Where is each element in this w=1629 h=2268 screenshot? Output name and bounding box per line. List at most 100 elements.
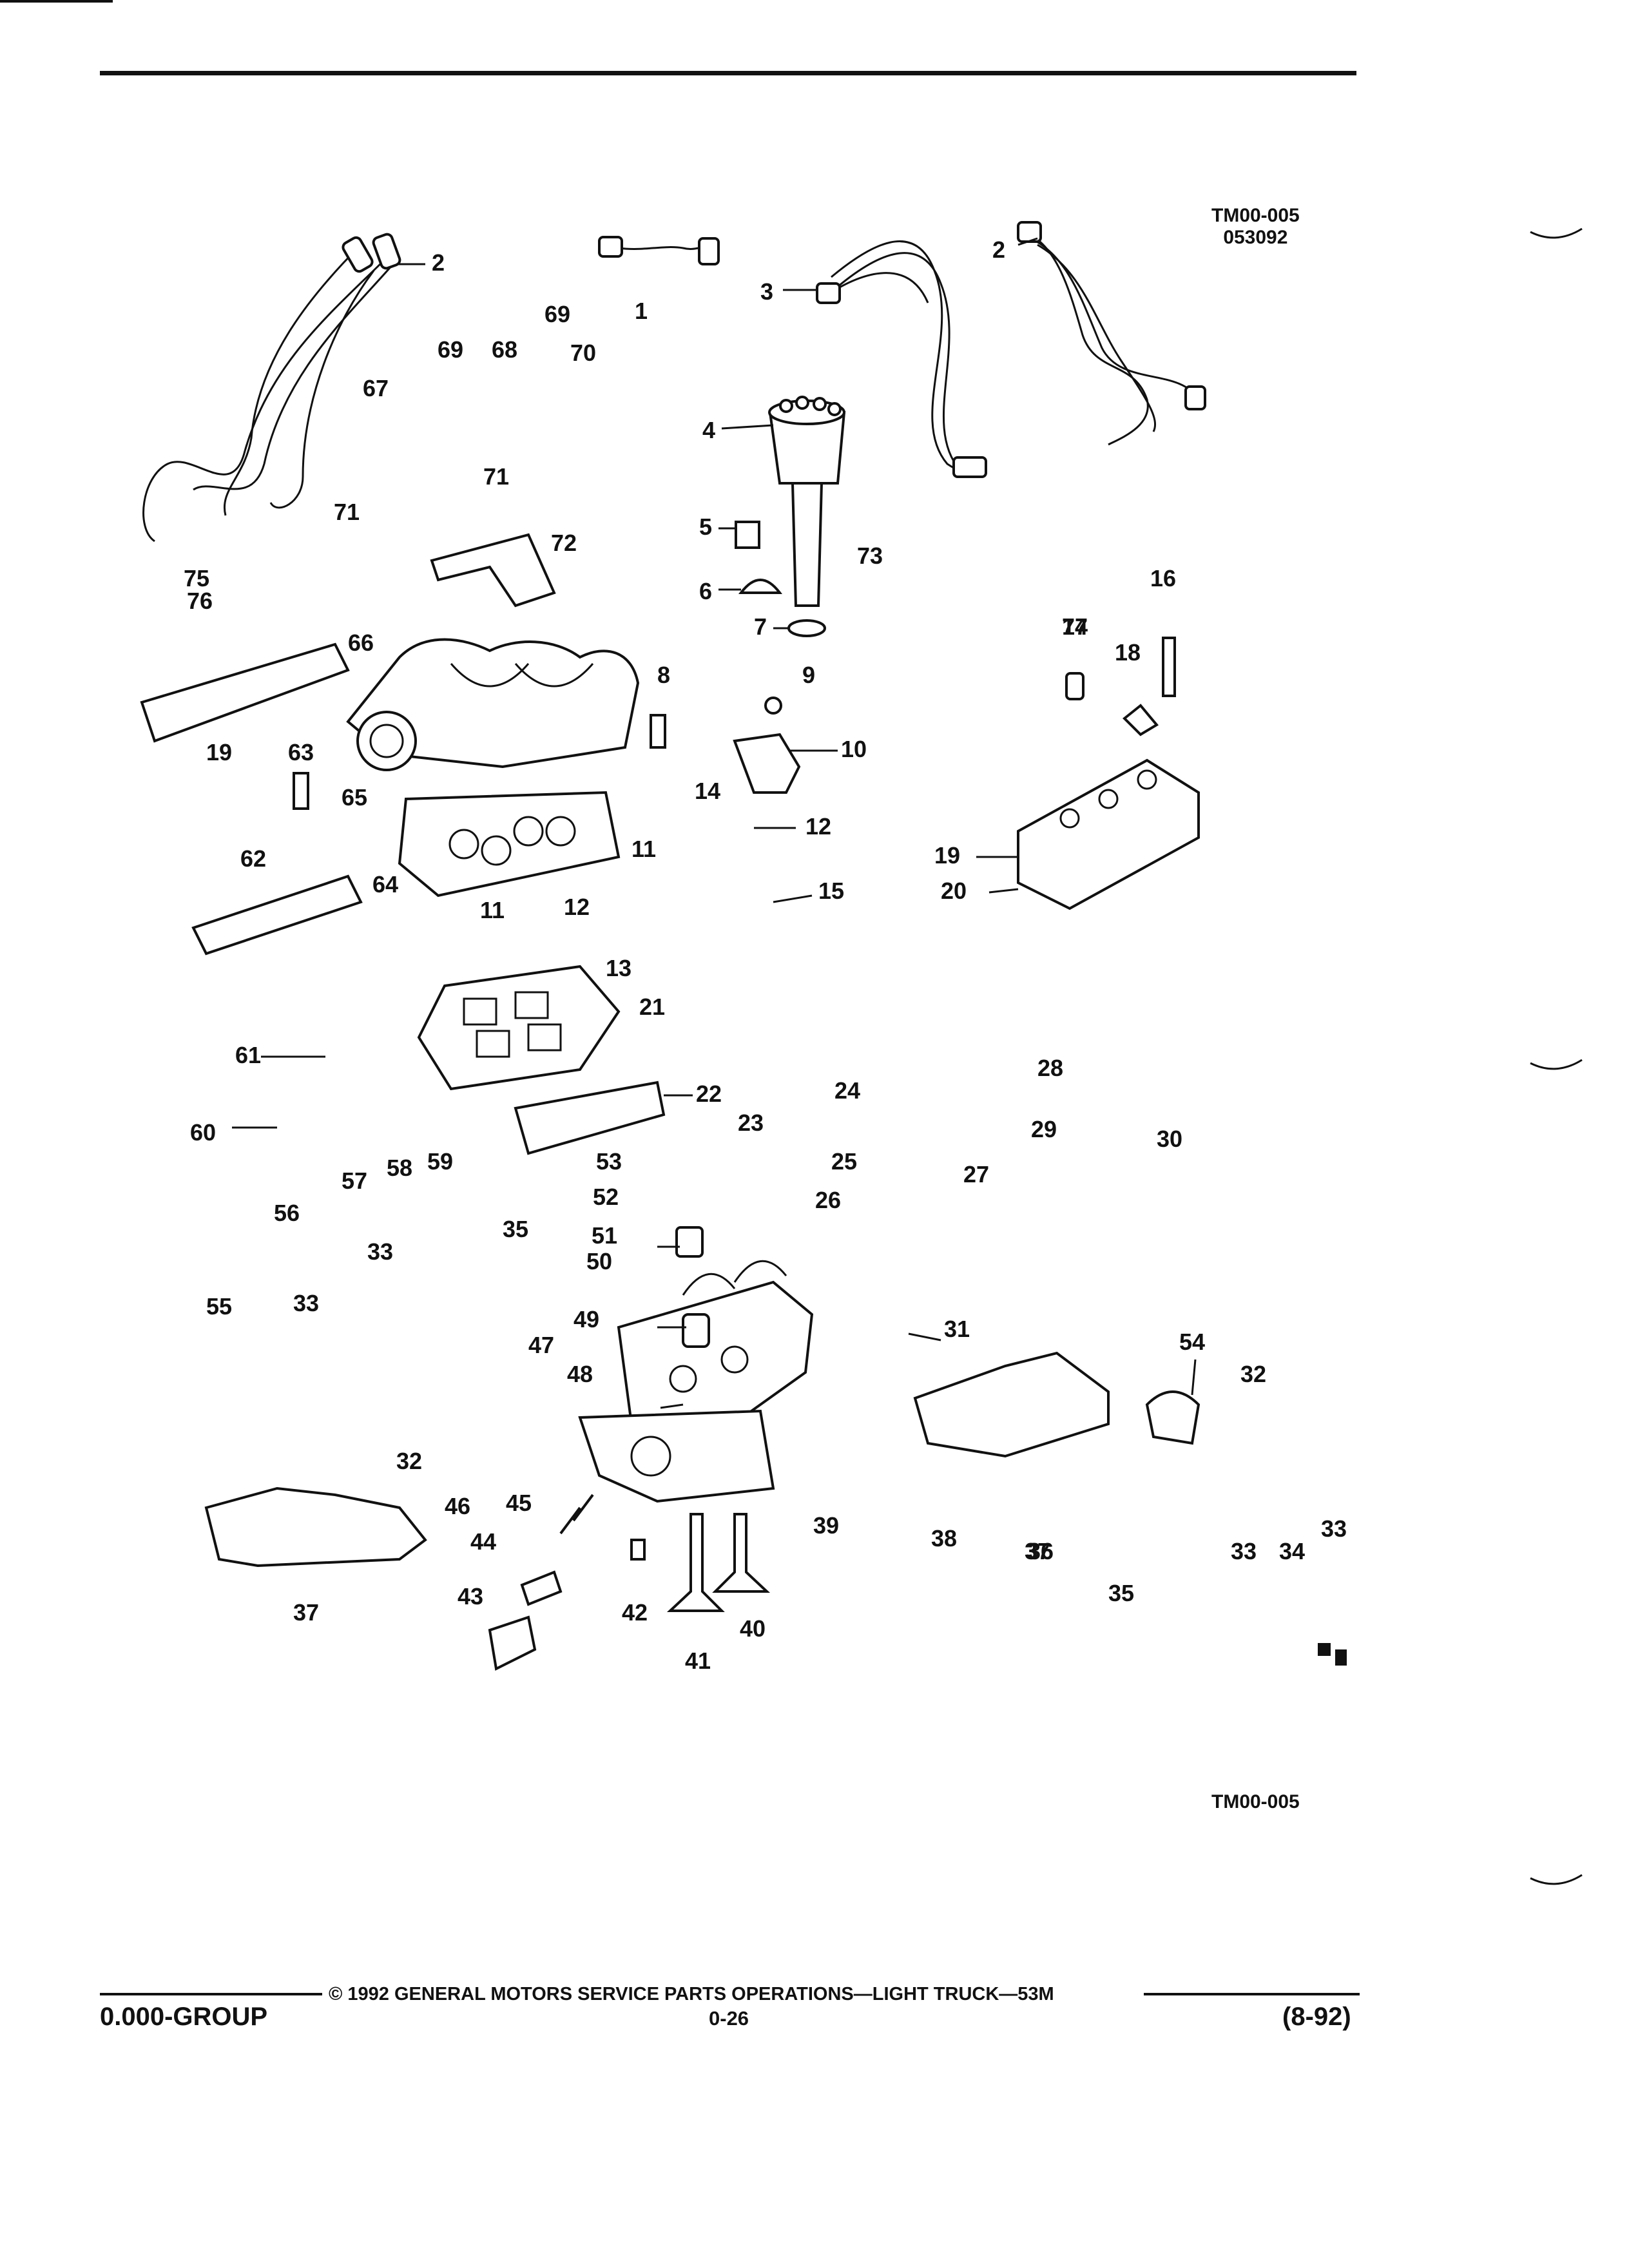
callout: 52 [593,1184,619,1210]
callout: 40 [740,1615,766,1642]
callout: 16 [1150,565,1176,591]
callout: 53 [596,1148,622,1175]
cap-18 [1123,704,1159,736]
idle-control-10 [733,733,801,794]
binder-mark [1530,1874,1583,1885]
callout: 69 [438,336,463,363]
header-rule [100,71,1356,75]
callout: 57 [342,1168,367,1194]
callout: 9 [802,662,815,688]
callout: 41 [685,1648,711,1674]
callout: 39 [813,1512,839,1539]
callout: 11 [631,836,656,862]
seal-41 [630,1539,646,1561]
figure-code-header: TM00-005 053092 [1211,205,1300,249]
callout: 31 [944,1316,970,1342]
callout: 55 [206,1293,232,1320]
callout: 69 [545,301,570,327]
callout: 2 [992,236,1005,263]
grommet-17 [1065,672,1084,700]
spark-plug-wire-set-left [142,233,401,543]
valve-40 [666,1513,725,1612]
footer-page-number: 0-26 [709,2007,749,2030]
callout: 33 [367,1238,393,1265]
callout: 43 [458,1583,483,1610]
callout: 38 [931,1525,957,1552]
callout: 27 [963,1161,989,1187]
callout: 2 [432,249,445,276]
callout: 37 [293,1599,319,1626]
bolt-16 [1162,637,1176,697]
callout: 11 [480,897,505,923]
callout: 25 [831,1148,857,1175]
callout: 50 [586,1248,612,1274]
valve-39 [712,1513,771,1593]
callout: 37 [1025,1538,1050,1564]
callout: 18 [1115,639,1141,666]
callout: 49 [574,1306,599,1332]
callout: 74 [1062,613,1088,640]
callout: 66 [348,629,374,656]
distributor-clamp [738,579,783,594]
callout: 70 [570,340,596,366]
nut-9 [764,697,782,715]
callout: 45 [506,1490,532,1516]
head-gasket [578,1409,775,1503]
callout: 54 [1179,1329,1205,1355]
callout: 29 [1031,1116,1057,1142]
callout: 42 [622,1599,648,1626]
callout: 1 [635,298,648,324]
rocker-arm-shield [514,1081,666,1155]
callout: 12 [564,894,590,920]
callout: 34 [1279,1538,1305,1564]
date-code: 053092 [1223,227,1288,248]
callout: 33 [293,1290,319,1316]
spark-plug-wire-set-right-2 [1017,221,1206,446]
callout: 10 [841,736,867,762]
callout: 28 [1037,1055,1063,1081]
retainer-51 [675,1226,704,1258]
binder-mark [1530,1059,1583,1070]
callout: 65 [342,784,367,811]
callout: 71 [334,499,360,525]
callout: 36 [1028,1538,1054,1564]
callout: 47 [528,1332,554,1358]
callout: 3 [760,278,773,305]
callout: 71 [483,463,509,490]
callout: 8 [657,662,670,688]
rocker-43 [520,1570,563,1606]
callout: 7 [754,613,767,640]
callout: 68 [492,336,517,363]
footer-copyright: © 1992 GENERAL MOTORS SERVICE PARTS OPER… [329,1984,1054,2004]
lower-intake-manifold [417,965,621,1091]
distributor [768,396,846,637]
sensor-63 [293,772,309,810]
callout: 33 [1321,1515,1347,1542]
callout: 21 [639,994,665,1020]
callout: 62 [240,845,266,872]
callout: 14 [695,778,720,804]
figure-code: TM00-005 [1211,205,1300,226]
cylinder-head [617,1260,814,1439]
callout: 61 [235,1042,261,1068]
footer-rule-left [100,1993,322,1995]
callout: 64 [372,871,398,898]
callout: 4 [702,417,715,443]
callout: 63 [288,739,314,765]
callout: 6 [699,578,712,604]
callout: 46 [445,1493,470,1519]
callout: 22 [696,1081,722,1107]
callout: 48 [567,1361,593,1387]
callout: 51 [592,1222,617,1249]
manifold-gasket-62 [191,874,363,956]
callout: 35 [1108,1580,1134,1606]
callout: 60 [190,1119,216,1146]
callout: 58 [387,1155,412,1181]
corner-rule [0,0,113,3]
figure-code-bottom: TM00-005 [1211,1791,1300,1812]
push-rods-44 [559,1494,594,1535]
callout: 72 [551,530,577,556]
callout: 26 [815,1187,841,1213]
